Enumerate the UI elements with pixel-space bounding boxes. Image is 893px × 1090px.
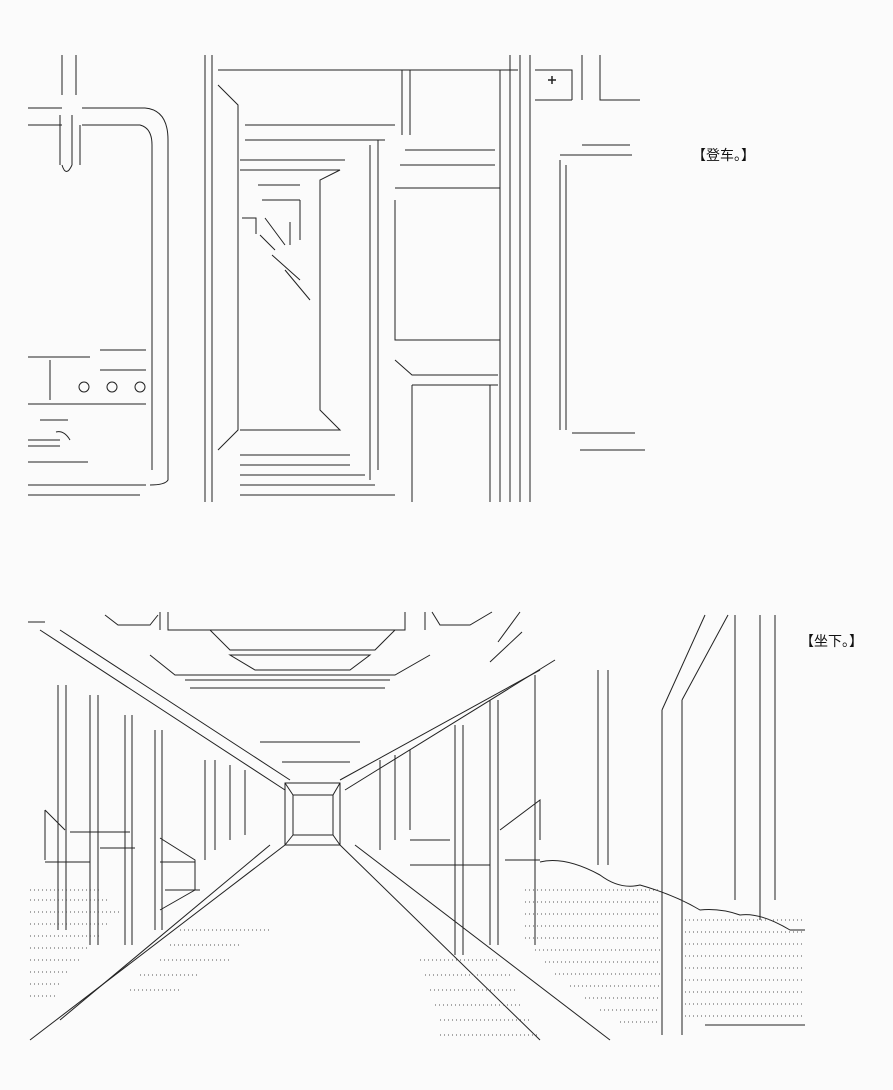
right-seats (379, 670, 609, 955)
perspective-lines (29, 629, 611, 1041)
car-interior-art (28, 611, 805, 1041)
interior-right (369, 70, 500, 502)
platform-poles (28, 55, 169, 486)
panel-boarding: 【登车。】 (0, 0, 893, 520)
left-seats (44, 685, 246, 945)
ceiling-structure (28, 611, 523, 689)
panel-sitting: 【坐下。】 (0, 600, 893, 1070)
caption-sitting: 【坐下。】 (800, 634, 863, 650)
boarding-scene-art (28, 55, 645, 502)
left-bench (28, 349, 146, 496)
train-door-frame (204, 55, 531, 502)
floor-dots (30, 889, 805, 1036)
caption-boarding: 【登车。】 (692, 148, 755, 164)
far-door (260, 741, 360, 846)
right-exterior (539, 614, 805, 1035)
exterior-right (535, 55, 645, 451)
